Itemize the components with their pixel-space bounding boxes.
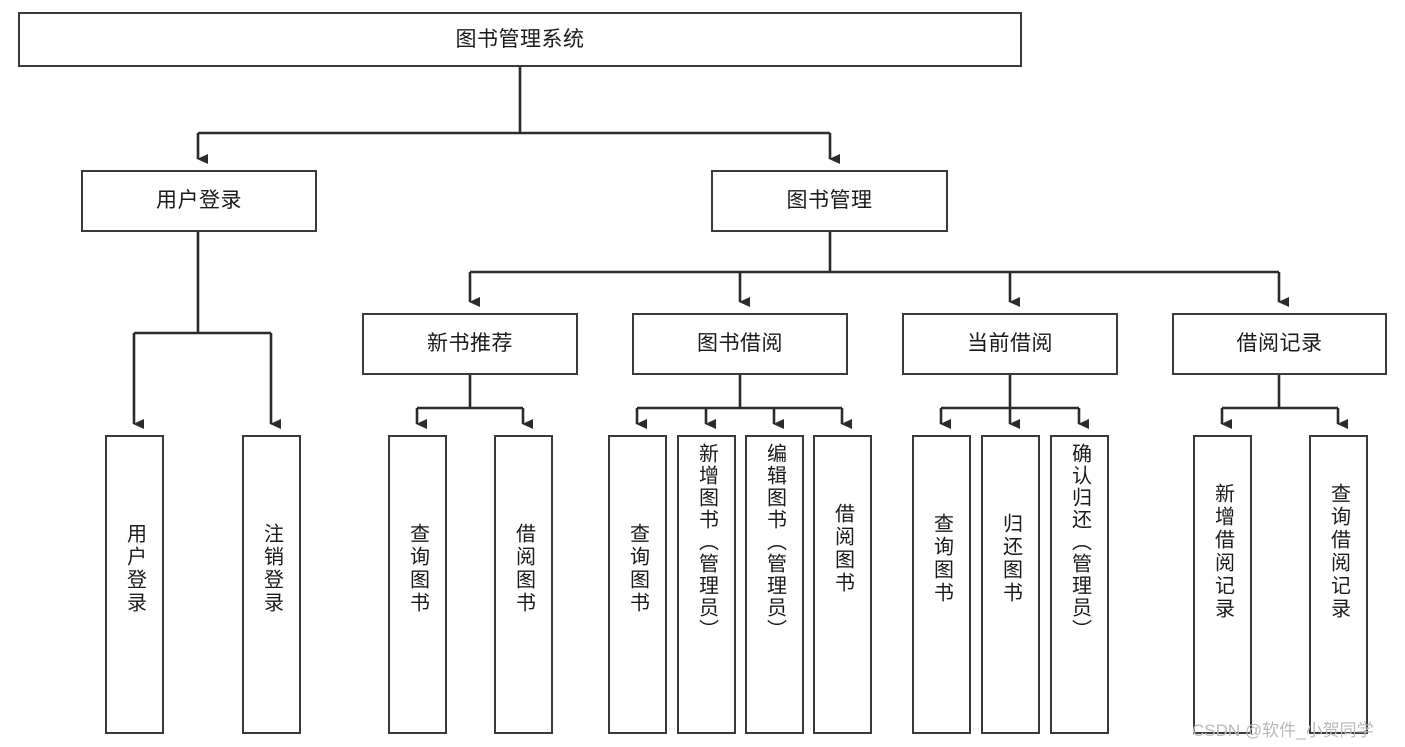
node-leaf-query-book-3[interactable]: 查询图书 (912, 435, 971, 734)
node-leaf-confirm-return-label: 确认归还（管理员） (1068, 443, 1091, 641)
node-new-book-recommend[interactable]: 新书推荐 (362, 313, 578, 375)
node-leaf-query-record[interactable]: 查询借阅记录 (1309, 435, 1368, 734)
node-leaf-borrow-book-2[interactable]: 借阅图书 (813, 435, 872, 734)
node-book-manage[interactable]: 图书管理 (711, 170, 948, 232)
node-current-borrow[interactable]: 当前借阅 (902, 313, 1118, 375)
node-leaf-edit-book-label: 编辑图书（管理员） (763, 443, 786, 641)
node-leaf-user-login[interactable]: 用户登录 (105, 435, 164, 734)
node-leaf-add-record-label: 新增借阅记录 (1211, 483, 1234, 621)
node-root[interactable]: 图书管理系统 (18, 12, 1022, 67)
node-leaf-query-book-1-label: 查询图书 (406, 523, 429, 615)
node-book-borrow-label: 图书借阅 (697, 332, 783, 356)
node-leaf-query-book-2[interactable]: 查询图书 (608, 435, 667, 734)
node-leaf-query-book-1[interactable]: 查询图书 (388, 435, 447, 734)
node-leaf-add-book[interactable]: 新增图书（管理员） (677, 435, 736, 734)
node-leaf-query-book-2-label: 查询图书 (626, 523, 649, 615)
node-leaf-logout[interactable]: 注销登录 (242, 435, 301, 734)
node-leaf-edit-book[interactable]: 编辑图书（管理员） (745, 435, 804, 734)
node-current-borrow-label: 当前借阅 (967, 332, 1053, 356)
node-root-label: 图书管理系统 (455, 27, 585, 51)
node-user-login-label: 用户登录 (156, 189, 242, 213)
node-user-login[interactable]: 用户登录 (81, 170, 317, 232)
watermark: CSDN @软件_小贺同学 (1192, 721, 1374, 740)
node-leaf-user-login-label: 用户登录 (123, 523, 146, 615)
node-leaf-query-book-3-label: 查询图书 (930, 513, 953, 605)
node-book-manage-label: 图书管理 (786, 189, 873, 213)
node-leaf-add-record[interactable]: 新增借阅记录 (1193, 435, 1252, 734)
node-leaf-logout-label: 注销登录 (260, 523, 283, 615)
node-leaf-borrow-book-1-label: 借阅图书 (512, 523, 535, 615)
node-borrow-record-label: 借阅记录 (1236, 332, 1323, 356)
node-leaf-confirm-return[interactable]: 确认归还（管理员） (1050, 435, 1109, 734)
node-new-book-recommend-label: 新书推荐 (427, 332, 513, 356)
node-borrow-record[interactable]: 借阅记录 (1172, 313, 1387, 375)
node-book-borrow[interactable]: 图书借阅 (632, 313, 848, 375)
node-leaf-borrow-book-2-label: 借阅图书 (831, 503, 854, 595)
node-leaf-return-book[interactable]: 归还图书 (981, 435, 1040, 734)
node-leaf-add-book-label: 新增图书（管理员） (695, 443, 718, 641)
node-leaf-borrow-book-1[interactable]: 借阅图书 (494, 435, 553, 734)
node-leaf-query-record-label: 查询借阅记录 (1327, 483, 1350, 621)
node-leaf-return-book-label: 归还图书 (999, 513, 1022, 605)
